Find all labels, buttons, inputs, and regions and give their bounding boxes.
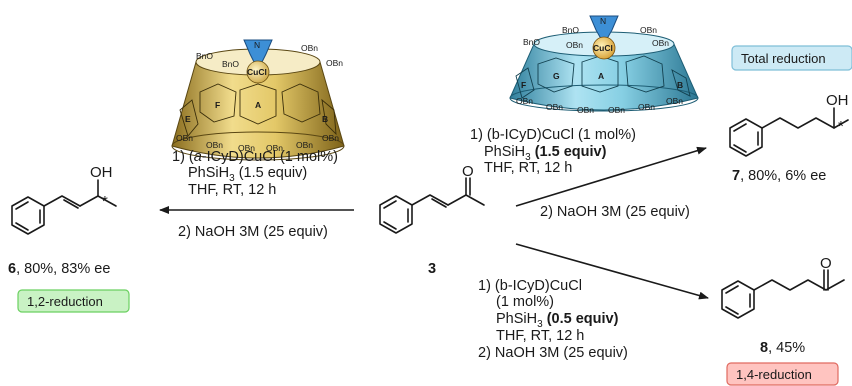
obn-label: BnO xyxy=(222,59,239,69)
badge-1-4-reduction: 1,4-reduction xyxy=(726,362,839,386)
condition-line: PhSiH3 (1.5 equiv) xyxy=(484,144,607,163)
catalyst-beta-icyd: G A F B N CuCl BnO BnO OBn OBn OBn OBn O… xyxy=(509,15,699,115)
conditions-beta-total: 1) (b-ICyD)CuCl (1 mol%) PhSiH3 (1.5 equ… xyxy=(470,127,690,220)
badge-label: 1,2-reduction xyxy=(27,294,103,309)
badge-label: 1,4-reduction xyxy=(736,367,812,382)
obn-label: OBn xyxy=(206,140,223,150)
cone-bottom-gold xyxy=(171,131,345,161)
compound-8-structure: O xyxy=(721,255,845,319)
compound-7-result: 7, 80%, 6% ee xyxy=(732,168,826,184)
obn-label: OBn xyxy=(546,102,563,112)
stereo-star: * xyxy=(838,118,844,135)
badge-label: Total reduction xyxy=(741,51,826,66)
obn-label: OBn xyxy=(176,133,193,143)
cu-center-gold xyxy=(246,60,270,84)
condition-line: THF, RT, 12 h xyxy=(496,328,584,344)
condition-line: PhSiH3 (1.5 equiv) xyxy=(188,165,307,184)
obn-label: OBn xyxy=(608,105,625,115)
obn-label: BnO xyxy=(523,37,540,47)
obn-label: OBn xyxy=(638,102,655,112)
ring-label-a: A xyxy=(255,100,261,110)
cucl-label-right: CuCl xyxy=(593,43,613,53)
compound-8-result: 8, 45% xyxy=(760,340,805,356)
compound-6-structure: OH * xyxy=(11,164,117,235)
obn-label: BnO xyxy=(196,51,213,61)
obn-label: OBn xyxy=(301,43,318,53)
condition-line: 2) NaOH 3M (25 equiv) xyxy=(540,204,690,220)
obn-label: OBn xyxy=(516,96,533,106)
catalyst-alpha-icyd: F A E B N CuCl BnO BnO OBn OBn OBn OBn O… xyxy=(171,39,345,161)
stereo-star: * xyxy=(102,193,108,210)
obn-label: OBn xyxy=(666,96,683,106)
cucl-label-left: CuCl xyxy=(247,67,267,77)
conditions-alpha: 1) (a-ICyD)CuCl (1 mol%) PhSiH3 (1.5 equ… xyxy=(172,149,338,240)
cone-bottom-blue xyxy=(509,84,699,112)
nhc-n-label: N xyxy=(254,40,260,50)
obn-label: OBn xyxy=(238,143,255,153)
condition-line: 1) (b-ICyD)CuCl (1 mol%) xyxy=(470,127,636,143)
atom-oh: OH xyxy=(90,164,113,181)
compound-6-result: 6, 80%, 83% ee xyxy=(8,261,110,277)
compound-3-structure: O xyxy=(379,163,485,234)
condition-line: THF, RT, 12 h xyxy=(188,182,276,198)
condition-line: (1 mol%) xyxy=(496,294,554,310)
reaction-arrow-bottom-right xyxy=(515,243,709,300)
condition-line: PhSiH3 (0.5 equiv) xyxy=(496,311,619,330)
reaction-arrow-top-right xyxy=(515,146,707,207)
cu-center-blue xyxy=(592,36,616,60)
compound-7-structure: OH * xyxy=(729,92,849,157)
ring-label-e: E xyxy=(185,114,191,124)
obn-label: OBn xyxy=(296,140,313,150)
atom-o: O xyxy=(462,163,474,180)
condition-line: 1) (b-ICyD)CuCl xyxy=(478,278,582,294)
condition-line: 2) NaOH 3M (25 equiv) xyxy=(478,345,628,361)
conditions-beta-14: 1) (b-ICyD)CuCl (1 mol%) PhSiH3 (0.5 equ… xyxy=(478,278,628,361)
ring-label-g: G xyxy=(553,71,560,81)
obn-label: OBn xyxy=(266,143,283,153)
nhc-carbene-icon xyxy=(589,15,619,46)
ring-label-b: B xyxy=(677,80,683,90)
badge-total-reduction: Total reduction xyxy=(731,45,852,71)
ring-label-a: A xyxy=(598,71,604,81)
ring-label-b: B xyxy=(322,114,328,124)
ring-label-f: F xyxy=(215,100,220,110)
ring-label-f: F xyxy=(521,80,526,90)
condition-line: 1) (a-ICyD)CuCl (1 mol%) xyxy=(172,149,338,165)
obn-label: OBn xyxy=(577,105,594,115)
obn-label: OBn xyxy=(566,40,583,50)
atom-oh: OH xyxy=(826,92,849,109)
obn-label: OBn xyxy=(326,58,343,68)
condition-line: THF, RT, 12 h xyxy=(484,160,572,176)
obn-label: OBn xyxy=(652,38,669,48)
atom-o: O xyxy=(820,255,832,272)
obn-label: OBn xyxy=(640,25,657,35)
obn-label: OBn xyxy=(322,133,339,143)
obn-label: BnO xyxy=(562,25,579,35)
compound-3-number: 3 xyxy=(428,261,436,277)
badge-1-2-reduction: 1,2-reduction xyxy=(17,289,130,313)
nhc-n-label: N xyxy=(600,16,606,26)
condition-line: 2) NaOH 3M (25 equiv) xyxy=(178,224,328,240)
